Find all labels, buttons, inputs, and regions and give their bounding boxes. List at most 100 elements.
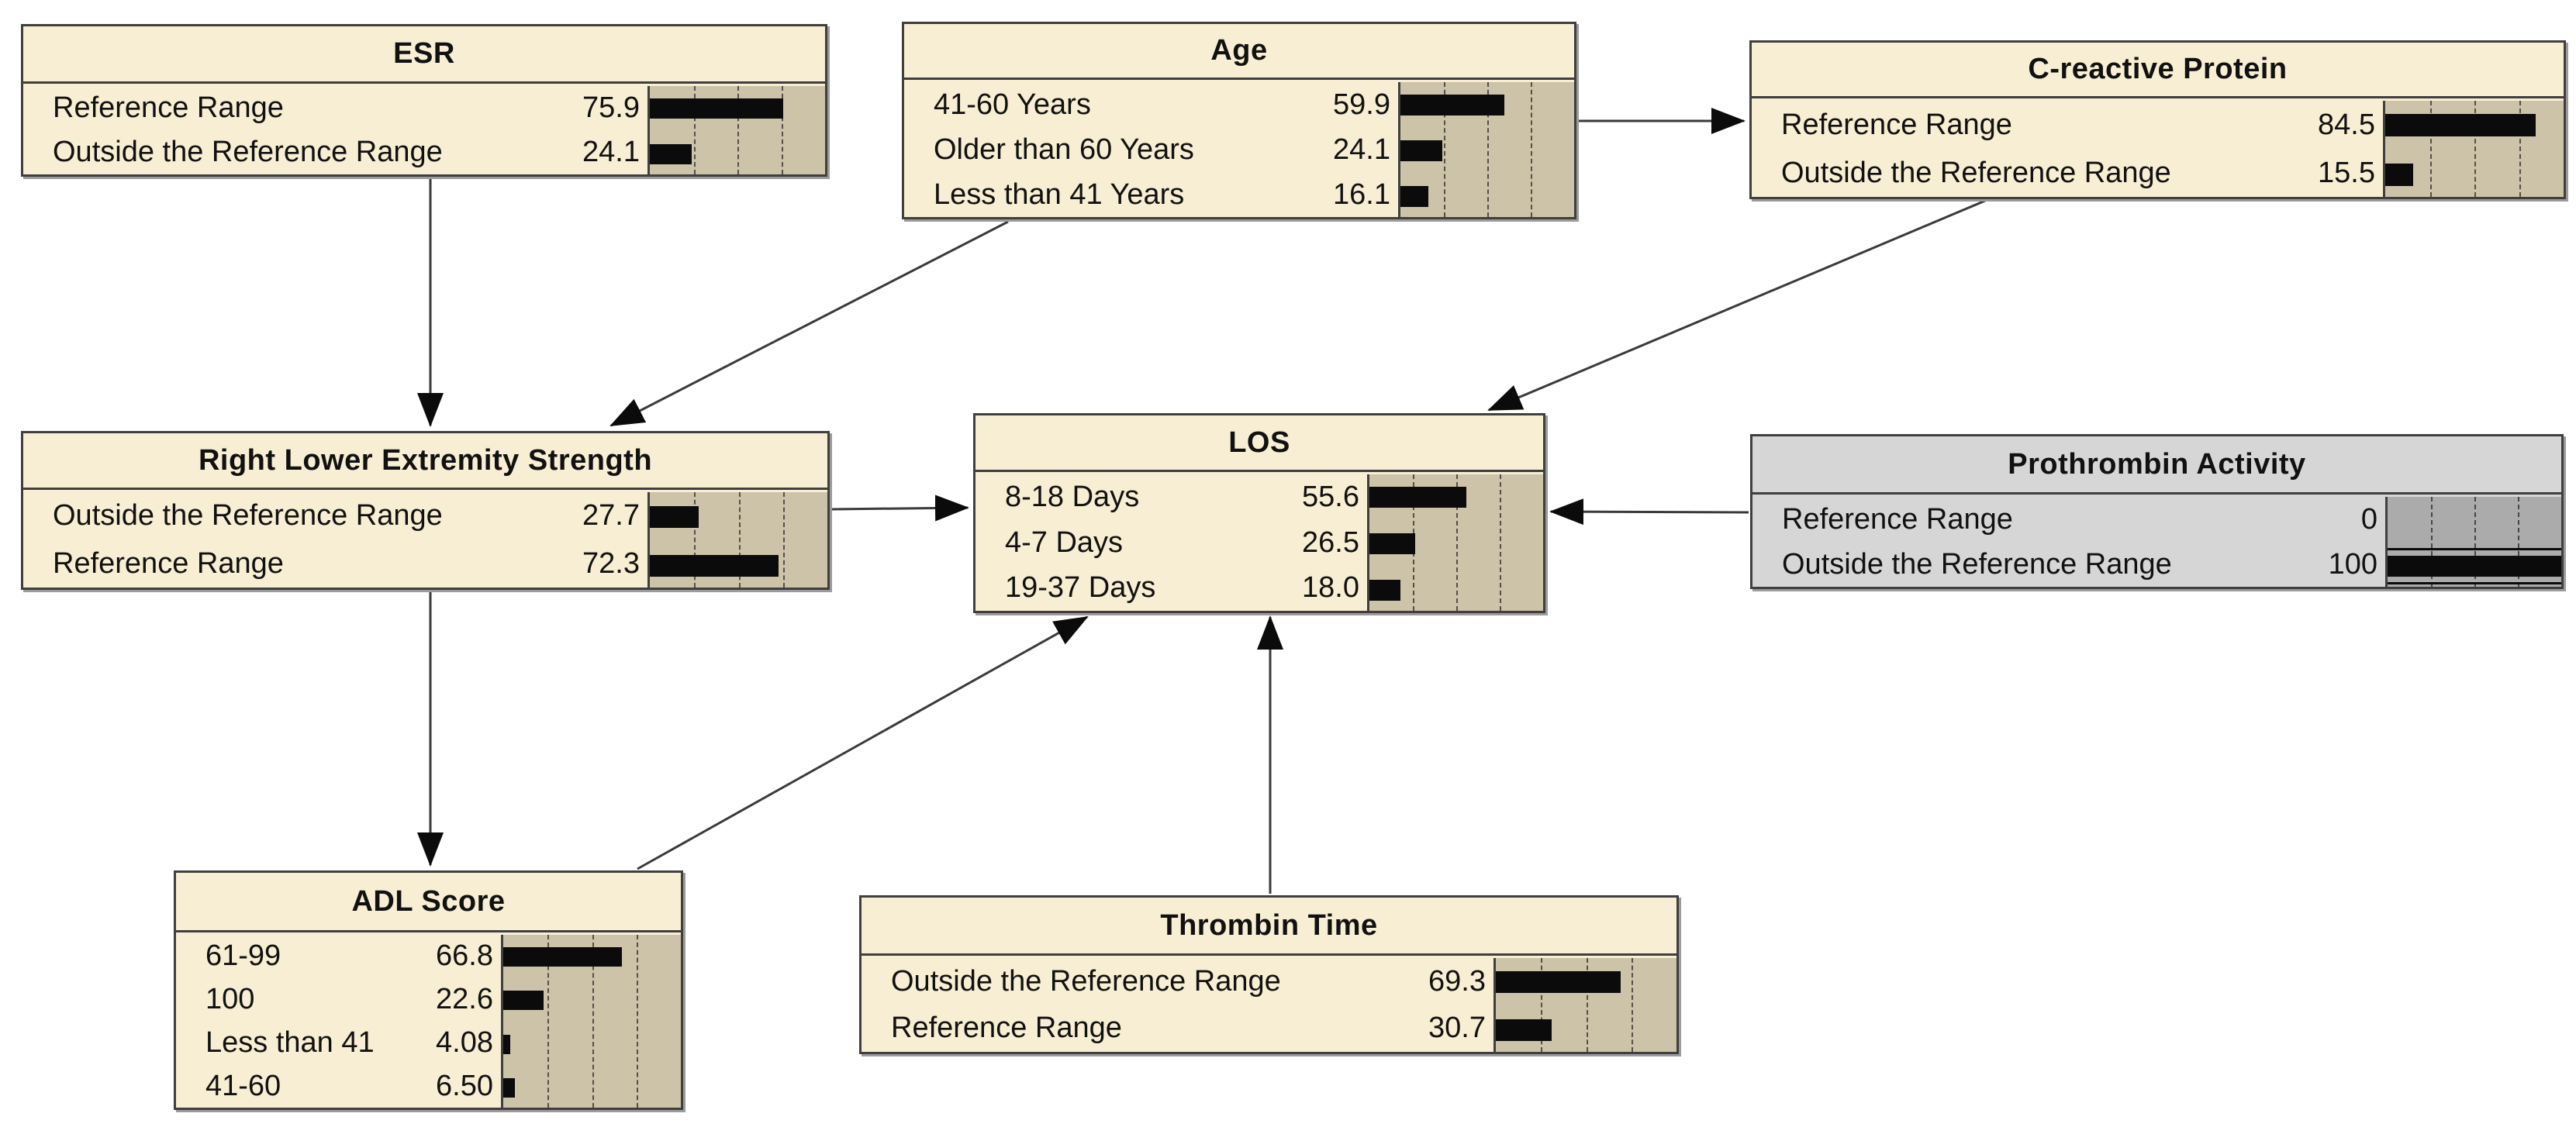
bar-chart-area xyxy=(1367,474,1543,611)
state-label: Older than 60 Years xyxy=(934,133,1194,166)
node-title: ADL Score xyxy=(351,884,506,918)
state-row-reference-range[interactable]: Reference Range 84.5 xyxy=(1752,101,2383,149)
bar-chart-area xyxy=(2385,497,2561,587)
state-probability-value: 55.6 xyxy=(1302,480,1359,513)
node-header: ESR xyxy=(23,26,825,84)
node-header: C-reactive Protein xyxy=(1752,43,2564,98)
state-probability-value: 4.08 xyxy=(436,1025,493,1059)
bar-chart-area xyxy=(1493,958,1676,1052)
gridline-50 xyxy=(2474,497,2476,587)
gridline-75 xyxy=(1500,474,1501,611)
node-title: C-reactive Protein xyxy=(2028,53,2288,85)
state-probability-value: 6.50 xyxy=(436,1069,493,1102)
state-label: Outside the Reference Range xyxy=(1781,156,2171,189)
state-probability-value: 0 xyxy=(2360,502,2377,536)
state-probability-value: 75.9 xyxy=(582,91,640,124)
node-title: Age xyxy=(1210,34,1268,67)
state-row-reference-range[interactable]: Reference Range 72.3 xyxy=(23,540,647,588)
probability-bar-8-18-days xyxy=(1369,487,1466,508)
state-probability-value: 15.5 xyxy=(2318,156,2375,189)
node-header: Thrombin Time xyxy=(862,898,1676,956)
state-label: 41-60 Years xyxy=(934,88,1091,121)
gridline-50 xyxy=(2474,101,2476,197)
bar-chart-area xyxy=(501,935,681,1108)
state-row-outside-the-reference-range[interactable]: Outside the Reference Range 15.5 xyxy=(1752,149,2383,197)
probability-bar-4-7-days xyxy=(1369,533,1416,554)
node-header: ADL Score xyxy=(176,873,681,932)
gridline-75 xyxy=(1531,82,1532,217)
state-probability-value: 18.0 xyxy=(1302,571,1359,605)
probability-bar-outside-the-reference-range xyxy=(1496,971,1621,993)
state-probability-value: 66.8 xyxy=(436,939,493,973)
gridline-25 xyxy=(694,492,696,588)
node-title: Right Lower Extremity Strength xyxy=(198,443,653,477)
node-header: Prothrombin Activity xyxy=(1752,436,2561,495)
bar-chart-area xyxy=(2383,101,2564,197)
state-label: 41-60 xyxy=(205,1069,281,1102)
state-probability-value: 72.3 xyxy=(582,546,640,580)
gridline-75 xyxy=(781,86,783,174)
state-label: Reference Range xyxy=(1781,108,2012,141)
probability-bar-reference-range xyxy=(650,555,779,577)
state-probability-value: 24.1 xyxy=(582,136,640,168)
state-row-reference-range[interactable]: Reference Range 0 xyxy=(1752,497,2385,542)
node-title: Prothrombin Activity xyxy=(2008,447,2306,481)
bar-chart-area xyxy=(1398,82,1574,217)
state-label: Outside the Reference Range xyxy=(1782,547,2172,581)
state-label: Outside the Reference Range xyxy=(53,499,443,533)
gridline-25 xyxy=(2431,497,2433,587)
state-label: Reference Range xyxy=(1782,502,2013,536)
state-label: Reference Range xyxy=(53,91,284,124)
edge-crp-to-los xyxy=(1487,199,1986,412)
probability-bar-41-60 xyxy=(503,1078,515,1098)
probability-bar-outside-the-reference-range xyxy=(2388,556,2561,577)
state-row-reference-range[interactable]: Reference Range 75.9 xyxy=(23,86,647,130)
gridline-25 xyxy=(1444,82,1445,217)
gridline-75 xyxy=(636,935,638,1108)
state-row-8-18-days[interactable]: 8-18 Days 55.6 xyxy=(975,474,1367,520)
state-label: Reference Range xyxy=(53,546,284,580)
state-row-41-60[interactable]: 41-60 6.50 xyxy=(176,1064,501,1108)
gridline-75 xyxy=(2519,101,2521,197)
gridline-50 xyxy=(1487,82,1489,217)
state-label: 8-18 Days xyxy=(1005,480,1140,513)
edge-rles-to-los xyxy=(830,495,969,522)
state-probability-value: 84.5 xyxy=(2318,108,2375,141)
state-label: 4-7 Days xyxy=(1005,526,1124,559)
node-title: Thrombin Time xyxy=(1160,908,1378,942)
probability-bar-reference-range xyxy=(2385,114,2536,136)
